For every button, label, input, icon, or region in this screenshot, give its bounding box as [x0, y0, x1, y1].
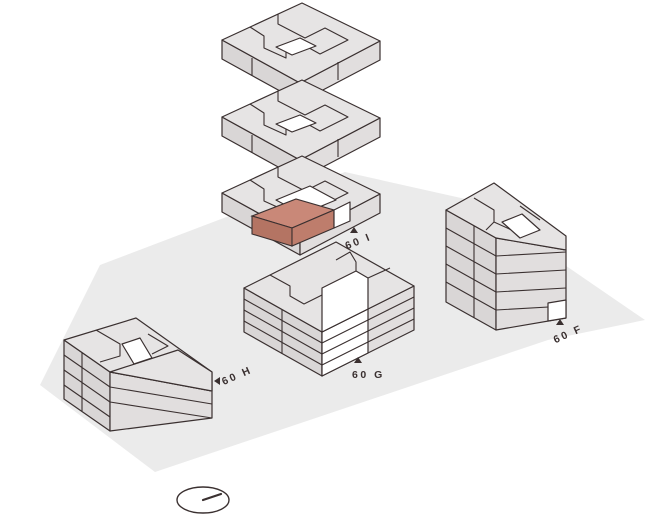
- building-60g: [243, 241, 415, 377]
- building-60h: [63, 317, 213, 432]
- entrance-arrow-icon: [354, 357, 362, 363]
- entrance-arrow-icon: [214, 377, 220, 385]
- building-label-60g: 60 G: [352, 369, 385, 381]
- label-60g: 60 G: [352, 357, 385, 381]
- compass-icon: [176, 486, 230, 514]
- entrance-arrow-icon: [350, 227, 358, 233]
- building-60i: [221, 155, 381, 256]
- entrance-arrow-icon: [556, 319, 564, 325]
- building-60f: [445, 182, 567, 331]
